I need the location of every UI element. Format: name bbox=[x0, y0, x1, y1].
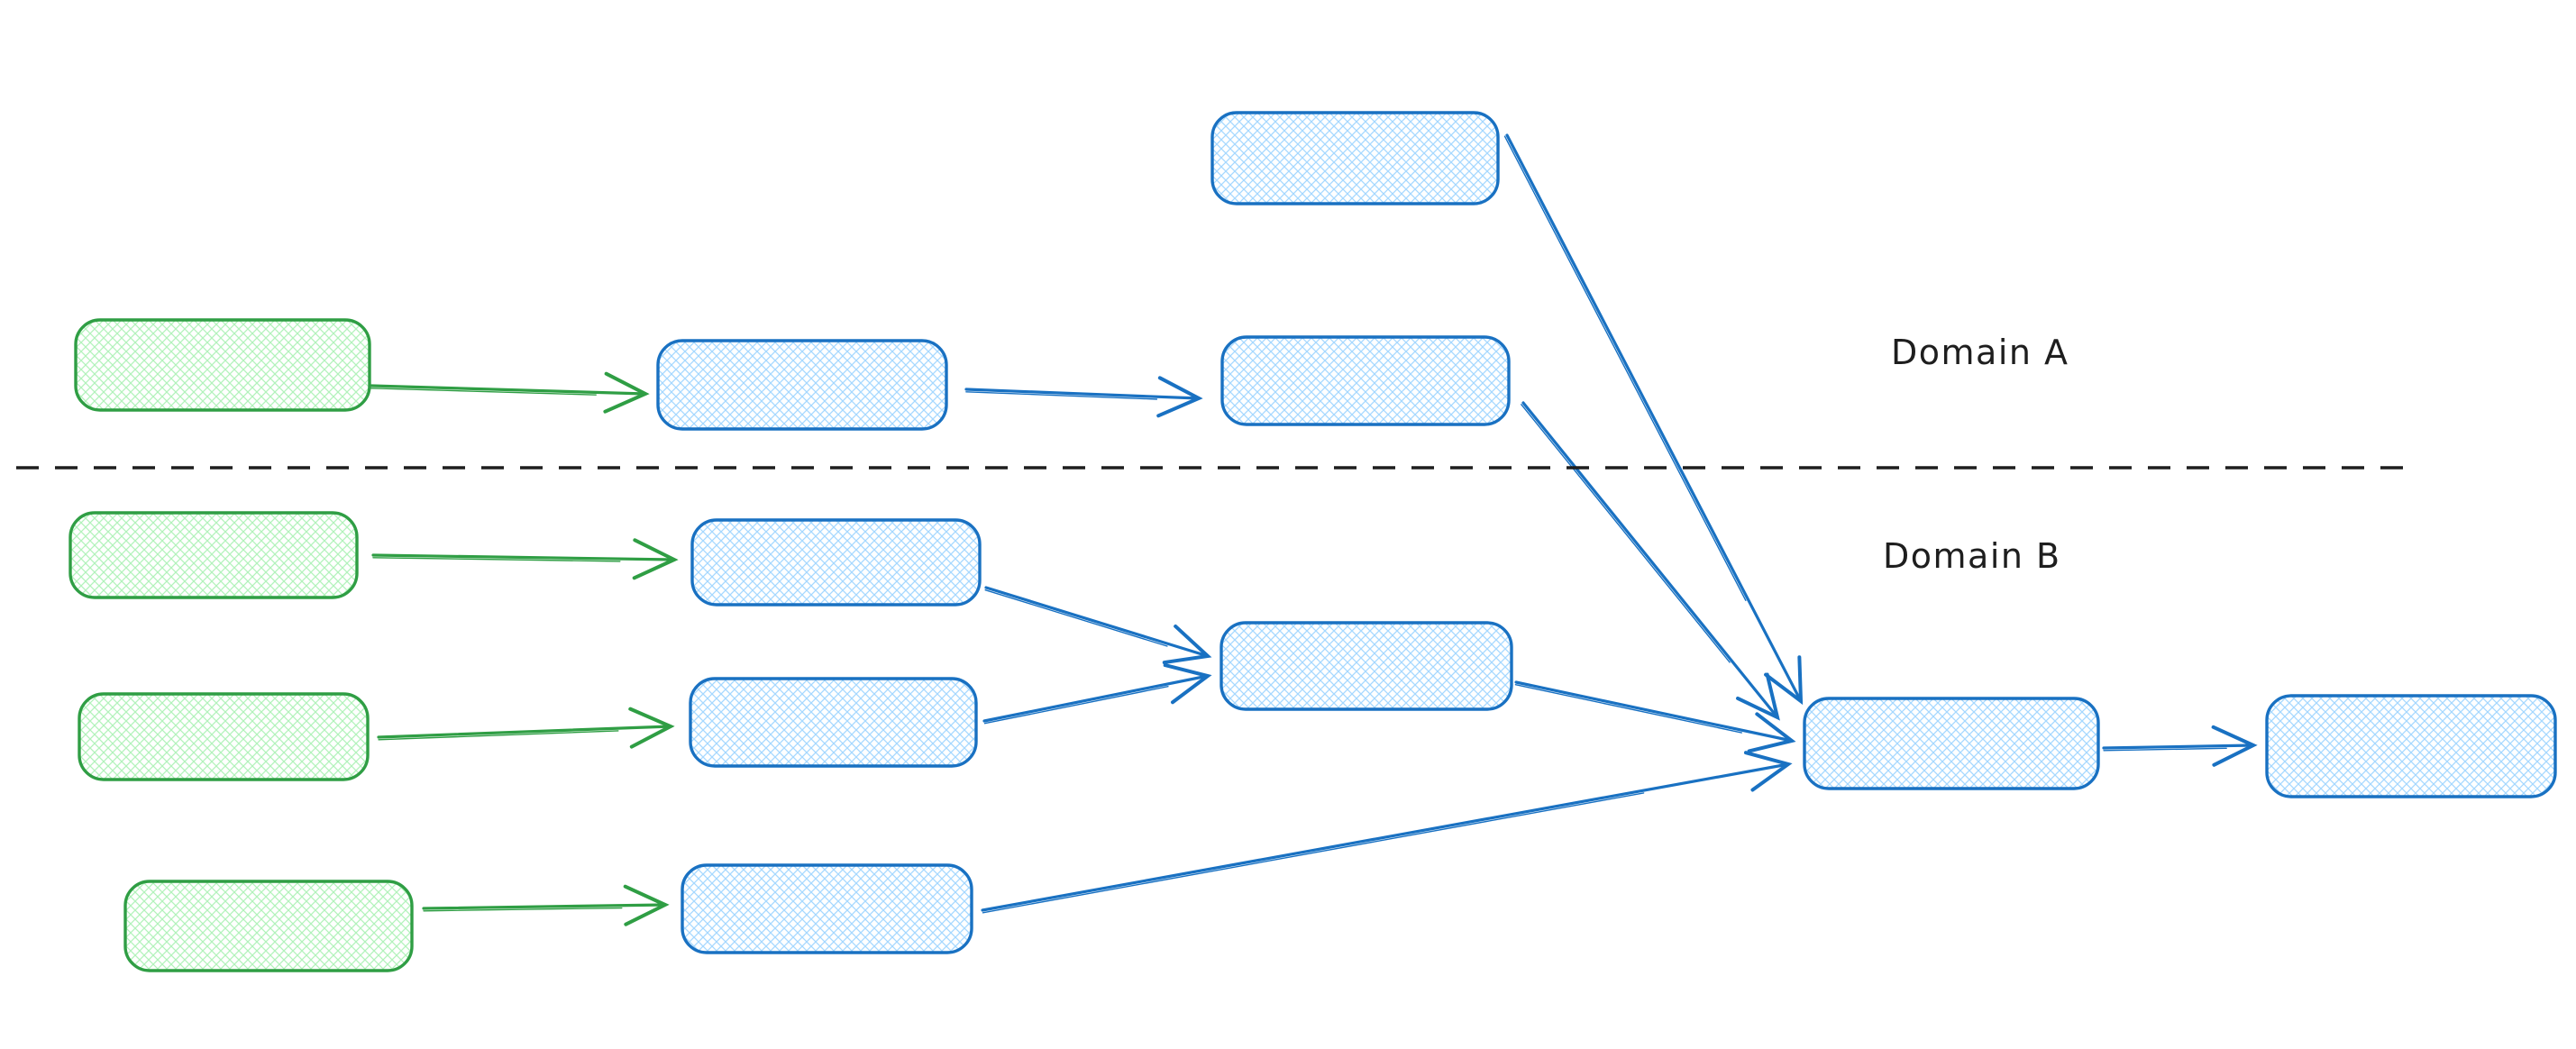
arrow-green-b2-to-blue-2[interactable] bbox=[377, 707, 675, 749]
node-domain-b-green-source-1[interactable] bbox=[69, 511, 359, 599]
node-domain-a-upper-blue[interactable] bbox=[1210, 111, 1500, 205]
node-domain-b-green-source-2[interactable] bbox=[78, 692, 370, 781]
arrow-green-b1-to-blue-1[interactable] bbox=[371, 538, 679, 580]
nodes-layer bbox=[69, 111, 2557, 972]
node-domain-b-blue-2[interactable] bbox=[689, 677, 978, 768]
domain-b-label[interactable]: Domain B bbox=[1883, 536, 2061, 576]
arrow-green-b3-to-blue-3[interactable] bbox=[422, 884, 670, 926]
node-domain-b-green-source-3[interactable] bbox=[123, 880, 414, 972]
arrow-blue-3-to-merge[interactable] bbox=[981, 751, 1793, 914]
arrow-blue-1-to-merge-mid[interactable] bbox=[984, 586, 1212, 665]
node-domain-a-blue-mid[interactable] bbox=[656, 339, 948, 431]
node-domain-b-merge-mid[interactable] bbox=[1219, 621, 1513, 711]
node-domain-a-green-source[interactable] bbox=[74, 318, 371, 412]
node-domain-b-blue-1[interactable] bbox=[690, 518, 982, 607]
node-merge-target[interactable] bbox=[1803, 697, 2100, 790]
arrow-green-a-to-blue-mid[interactable] bbox=[370, 371, 650, 414]
arrow-blue-2-to-merge-mid[interactable] bbox=[982, 663, 1212, 725]
node-domain-b-blue-3[interactable] bbox=[681, 863, 973, 954]
domain-a-label[interactable]: Domain A bbox=[1891, 333, 2069, 372]
arrow-merge-mid-to-merge[interactable] bbox=[1514, 680, 1796, 753]
arrow-upper-blue-to-merge[interactable] bbox=[1503, 133, 1804, 706]
node-output[interactable] bbox=[2265, 694, 2557, 798]
edges-layer bbox=[370, 133, 2258, 926]
arrow-merge-to-output[interactable] bbox=[2102, 725, 2258, 767]
node-domain-a-blue-right[interactable] bbox=[1220, 335, 1511, 426]
arrow-blue-mid-to-blue-right[interactable] bbox=[964, 376, 1203, 418]
arrow-blue-right-to-merge[interactable] bbox=[1521, 401, 1780, 721]
